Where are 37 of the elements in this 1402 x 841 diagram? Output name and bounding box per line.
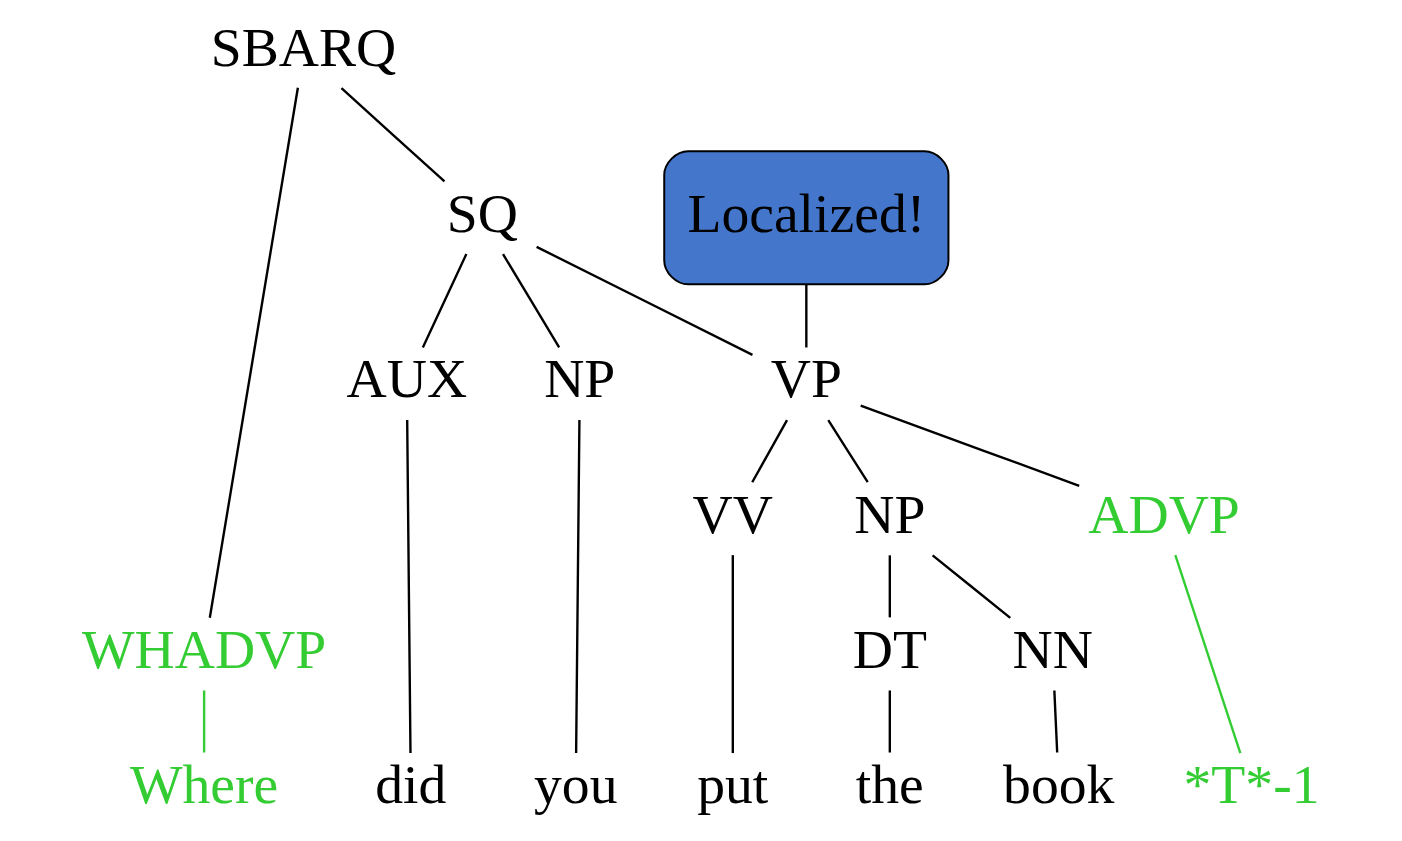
node-text: VP [770,347,842,410]
node-text: WHADVP [82,617,327,680]
node-text: AUX [346,347,468,410]
node-text: VV [692,482,773,545]
node-text: SBARQ [210,15,397,78]
connector [208,87,300,618]
connector [860,404,1080,487]
node-text: NN [1012,617,1093,680]
node-text: the [855,752,924,815]
connector [1174,554,1242,754]
node-text: book [1003,752,1115,815]
connector [888,555,891,618]
node-text: you [534,752,618,815]
node-text: did [375,752,447,815]
connector [805,284,808,348]
node-text: Where [129,752,279,815]
node-text: ADVP [1088,482,1240,545]
node-text: NP [544,347,616,410]
node-text: put [697,752,769,815]
connector [731,555,734,754]
connector [340,87,446,183]
connector [888,690,891,753]
connector [574,419,581,754]
connector [827,419,869,483]
connector [931,554,1011,619]
node-text: SQ [446,181,518,244]
node-text: NP [854,482,926,545]
connector [1053,690,1059,753]
node-text: *T*-1 [1183,752,1320,815]
connector [751,419,789,483]
connector [536,245,753,356]
connector [502,253,561,349]
connector [406,419,412,754]
connector [421,253,468,348]
connector [202,690,206,753]
node-box: Localized! [663,150,950,286]
node-text: DT [852,617,927,680]
